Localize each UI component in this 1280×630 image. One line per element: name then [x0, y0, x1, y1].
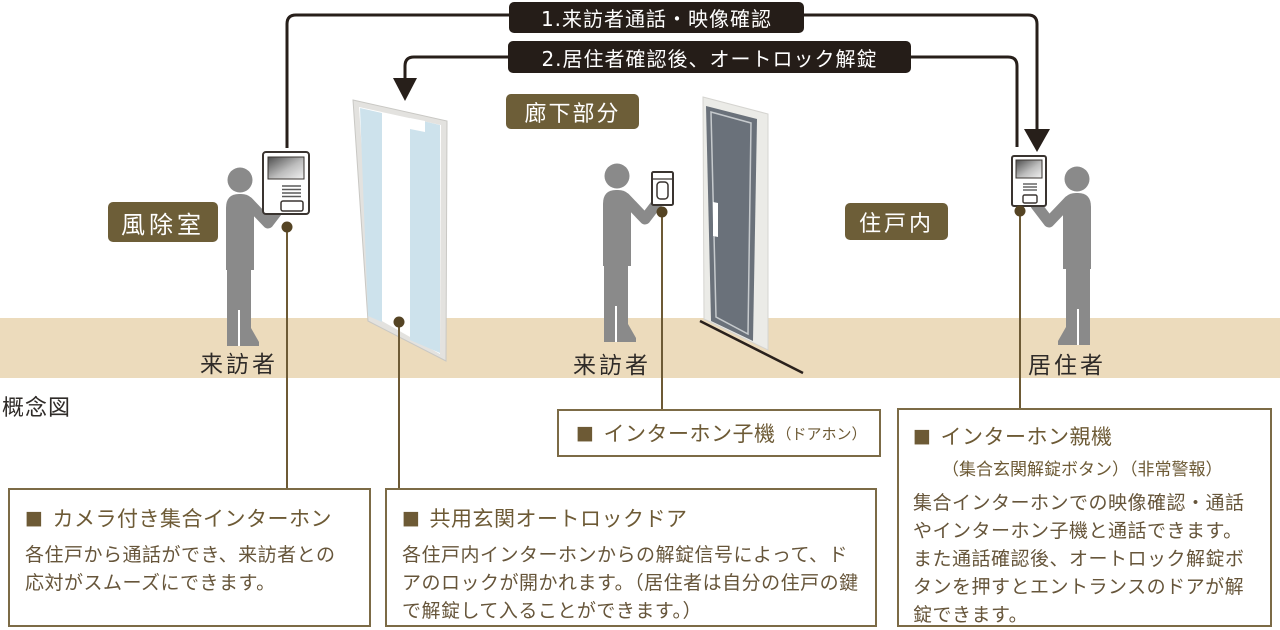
arrowhead-master-intercom — [1024, 129, 1050, 152]
square-bullet-icon: ■ — [25, 506, 44, 529]
person-label-visitor-corridor: 来訪者 — [573, 353, 651, 379]
collective-intercom-device — [262, 151, 310, 215]
callout-title: ■ インターホン子機 （ドアホン） — [576, 418, 866, 448]
callout-autolock-door: ■ 共用玄関オートロックドア 各住戸内インターホンからの解錠信号によって、ドアの… — [385, 488, 877, 627]
callout-title: ■ インターホン親機 — [913, 421, 1256, 451]
connector-dots — [281, 205, 1026, 328]
master-intercom-device — [1011, 155, 1047, 207]
flow-step-1-banner: 1.来訪者通話・映像確認 — [509, 2, 804, 33]
area-label-corridor: 廊下部分 — [506, 94, 639, 129]
callout-body: 各住戸から通話ができ、来訪者との応対がスムーズにできます。 — [25, 544, 336, 594]
area-label-dwelling: 住戸内 — [845, 203, 948, 240]
callout-body: 各住戸内インターホンからの解錠信号によって、ドアのロックが開かれます。（居住者は… — [402, 544, 859, 622]
flow-line-banner2-left — [403, 55, 508, 80]
visitor-silhouette-corridor — [603, 164, 658, 343]
callout-title-text: インターホン子機 — [603, 422, 776, 446]
doorphone-device — [651, 171, 674, 206]
door-swing-line — [699, 319, 804, 375]
callout-title: ■ 共用玄関オートロックドア — [402, 503, 860, 533]
callout-connectors — [286, 211, 1021, 488]
flow-step-2-banner: 2.居住者確認後、オートロック解錠 — [508, 41, 911, 73]
callout-doorphone: ■ インターホン子機 （ドアホン） — [557, 409, 881, 457]
callout-title-note: （ドアホン） — [776, 424, 867, 443]
square-bullet-icon: ■ — [576, 421, 595, 444]
callout-collective-intercom: ■ カメラ付き集合インターホン 各住戸から通話ができ、来訪者との応対がスムーズに… — [8, 488, 371, 627]
square-bullet-icon: ■ — [913, 424, 932, 447]
autolock-glass-door — [352, 99, 448, 362]
area-label-entrance: 風除室 — [108, 202, 218, 242]
flow-line-banner1-right — [803, 13, 1039, 131]
arrowhead-autolock-door — [393, 78, 417, 101]
callout-title: ■ カメラ付き集合インターホン — [25, 503, 354, 533]
flow-lines — [285, 13, 1039, 148]
callout-title-text: カメラ付き集合インターホン — [52, 507, 332, 531]
callout-body: 集合インターホンでの映像確認・通話やインターホン子機と通話できます。また通話確認… — [913, 492, 1245, 626]
diagram-caption: 概念図 — [2, 396, 72, 421]
callout-title-text: 共用玄関オートロックドア — [429, 507, 688, 531]
callout-master-station: ■ インターホン親機 （集合玄関解錠ボタン）（非常警報） 集合インターホンでの映… — [897, 408, 1272, 627]
square-bullet-icon: ■ — [402, 506, 421, 529]
flow-line-banner1-left — [285, 13, 510, 148]
callout-title-text: インターホン親機 — [940, 425, 1113, 449]
person-label-visitor-entrance: 来訪者 — [200, 352, 278, 378]
flow-line-banner2-right — [910, 55, 1019, 147]
person-label-resident: 居住者 — [1028, 353, 1106, 379]
entrance-door — [699, 96, 804, 375]
callout-subtitle: （集合玄関解錠ボタン）（非常警報） — [942, 460, 1223, 480]
